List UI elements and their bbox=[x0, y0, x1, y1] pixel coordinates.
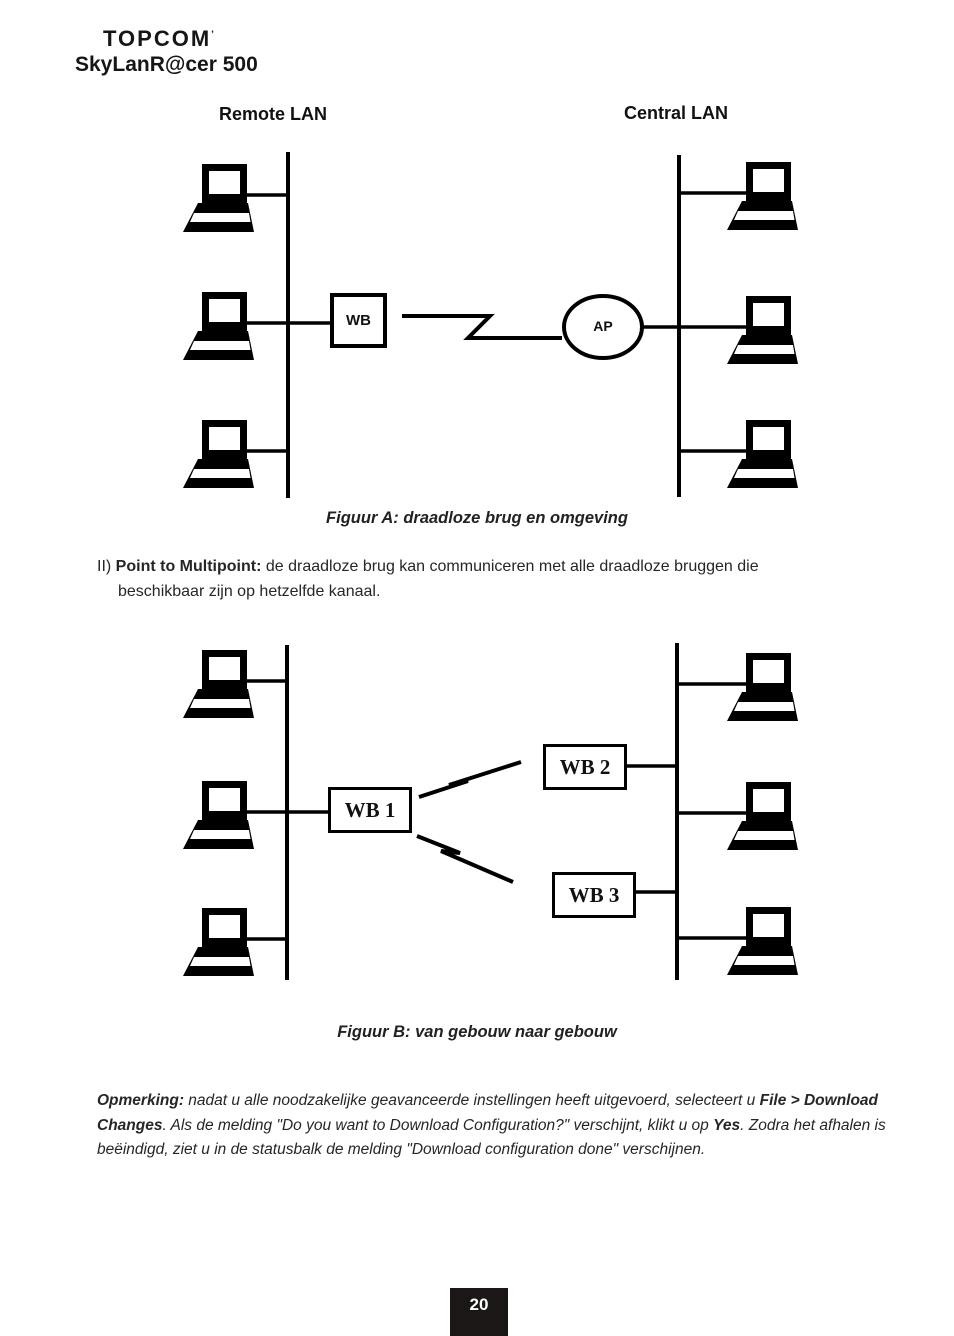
wb3-node-box: WB 3 bbox=[552, 872, 636, 918]
laptop-icon bbox=[727, 296, 798, 364]
figure-b-diagram bbox=[183, 643, 798, 980]
wb2-node-box: WB 2 bbox=[543, 744, 627, 790]
page-number-badge: 20 bbox=[450, 1288, 508, 1336]
wb1-node-label: WB 1 bbox=[344, 797, 396, 822]
page-number: 20 bbox=[469, 1295, 489, 1314]
laptop-icon bbox=[183, 420, 254, 488]
brand-text: TOPCOM bbox=[103, 26, 212, 51]
figure-a-caption: Figuur A: draadloze brug en omgeving bbox=[326, 509, 628, 527]
text-line: II) Point to Multipoint: de draadloze br… bbox=[97, 558, 759, 575]
text-line: beschikbaar zijn op hetzelfde kanaal. bbox=[118, 583, 381, 600]
trademark-mark: ’ bbox=[211, 29, 214, 41]
figure-b-caption: Figuur B: van gebouw naar gebouw bbox=[337, 1023, 617, 1041]
laptop-icon bbox=[727, 420, 798, 488]
brand-logo: TOPCOM’ bbox=[103, 26, 258, 52]
ap-node-label: AP bbox=[593, 318, 613, 334]
wb-node-box: WB bbox=[330, 293, 387, 348]
laptop-icon bbox=[727, 162, 798, 230]
ap-ellipse bbox=[562, 294, 644, 360]
laptop-icon bbox=[183, 650, 254, 718]
laptop-icon bbox=[727, 653, 798, 721]
wireless-link-icon bbox=[418, 760, 522, 799]
text-line: beëindigd, ziet u in de statusbalk de me… bbox=[97, 1141, 706, 1158]
product-title: SkyLanR@cer 500 bbox=[75, 53, 258, 76]
remote-lan-label: Remote LAN bbox=[218, 104, 327, 124]
wb-node-label: WB bbox=[346, 312, 371, 329]
figure-a-diagram bbox=[183, 152, 798, 498]
wb3-node-label: WB 3 bbox=[568, 882, 620, 907]
central-lan-label: Central LAN bbox=[623, 103, 728, 123]
laptop-icon bbox=[727, 907, 798, 975]
laptop-icon bbox=[183, 292, 254, 360]
laptop-icon bbox=[183, 908, 254, 976]
text-line: Changes. Als de melding "Do you want to … bbox=[97, 1116, 886, 1134]
laptop-icon bbox=[183, 781, 254, 849]
wb1-node-box: WB 1 bbox=[328, 787, 412, 833]
note-paragraph: Opmerking: nadat u alle noodzakelijke ge… bbox=[97, 1089, 902, 1163]
laptop-icon bbox=[727, 782, 798, 850]
wireless-link-icon bbox=[402, 314, 562, 340]
laptop-icon bbox=[183, 164, 254, 232]
header: TOPCOM’ SkyLanR@cer 500 bbox=[75, 26, 258, 77]
point-to-multipoint-paragraph: II) Point to Multipoint: de draadloze br… bbox=[97, 554, 862, 604]
text-line: Opmerking: nadat u alle noodzakelijke ge… bbox=[97, 1092, 879, 1109]
wb2-node-label: WB 2 bbox=[559, 754, 611, 779]
wireless-link-icon bbox=[416, 834, 514, 884]
